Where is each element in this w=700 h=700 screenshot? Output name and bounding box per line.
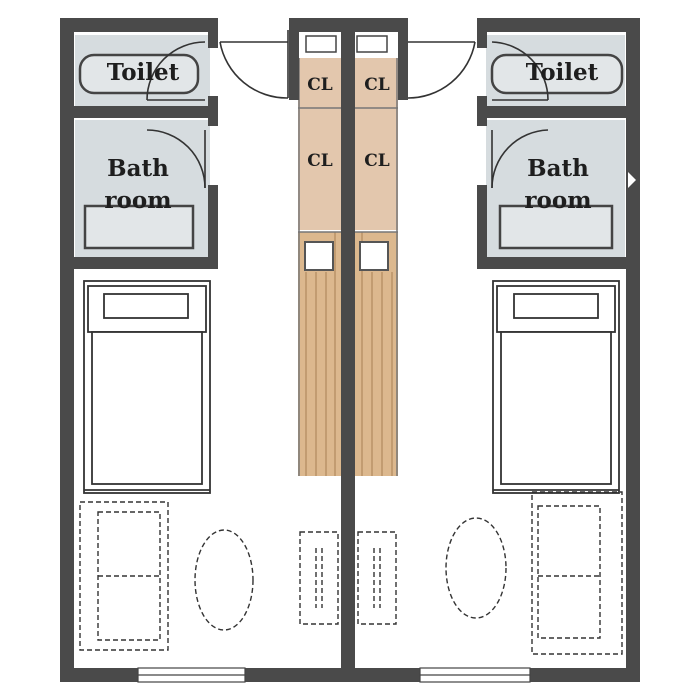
left-closet-label-upper: CL: [307, 75, 333, 95]
closet-dividers: [298, 58, 398, 476]
left-wood-floor: [298, 232, 341, 476]
left-desk: [299, 531, 339, 625]
right-bath-label-line1: Bath: [527, 155, 589, 182]
left-bath-label-line1: Bath: [107, 155, 169, 182]
right-sofa-outer: [531, 491, 623, 655]
left-bath-door-swing: [146, 129, 206, 189]
edge-arrow-icon: [628, 172, 636, 188]
left-toilet-door-swing: [146, 41, 206, 101]
wood-plank-lines: [305, 232, 393, 476]
right-closet-post: [359, 241, 389, 271]
left-bath-label-line2: room: [104, 187, 171, 214]
right-bath-door-swing: [491, 129, 549, 189]
right-toilet-door-swing: [491, 41, 549, 101]
right-bath-label-line2: room: [524, 187, 591, 214]
left-sofa-outer: [79, 501, 169, 651]
left-closet-vent: [305, 35, 337, 53]
windows: [137, 667, 531, 683]
right-sofa-inner: [537, 505, 601, 639]
dashed-furniture: [79, 491, 623, 655]
right-entry-door-swing: [406, 41, 476, 99]
left-bathtub: [83, 204, 195, 250]
right-desk: [357, 531, 397, 625]
beds: [83, 280, 620, 494]
right-closet-label-lower: CL: [364, 151, 390, 171]
right-toilet-fixture: [490, 53, 624, 95]
left-closet-lower: [298, 108, 341, 230]
doors: [146, 30, 549, 189]
closet-area: [298, 58, 398, 476]
left-closet-label-lower: CL: [307, 151, 333, 171]
right-table: [445, 517, 507, 619]
left-entry-door-swing: [219, 41, 289, 99]
right-closet-upper: [355, 58, 398, 108]
right-closet-label-upper: CL: [364, 75, 390, 95]
left-mattress: [91, 331, 203, 485]
left-toilet-fixture: [78, 53, 200, 95]
right-closet-vent: [356, 35, 388, 53]
right-bathtub: [498, 204, 614, 250]
left-closet-upper: [298, 58, 341, 108]
left-table: [194, 529, 254, 631]
right-pillow: [513, 293, 599, 319]
left-pillow: [103, 293, 189, 319]
left-closet-post: [304, 241, 334, 271]
room-labels: Toilet Bath room Toilet Bath room CL CL …: [104, 59, 598, 214]
fixtures: [78, 53, 624, 250]
right-mattress: [500, 331, 612, 485]
left-toilet-label: Toilet: [107, 59, 180, 86]
right-closet-lower: [355, 108, 398, 230]
right-toilet-label: Toilet: [526, 59, 599, 86]
